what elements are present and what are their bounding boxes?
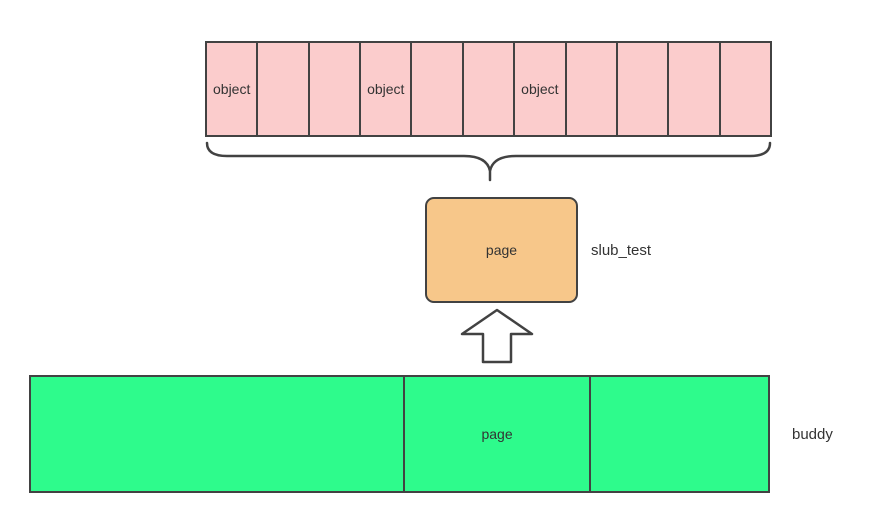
slub-test-caption: slub_test [591,241,652,259]
object-label: object [213,81,251,97]
buddy-cell: page [405,377,591,491]
slab-cell [310,43,362,135]
object-label: object [521,81,559,97]
slab-cell [412,43,464,135]
slab-object-row: object object object [205,41,772,137]
slub-page-label: page [485,242,518,258]
slab-cell [721,43,770,135]
object-label: object [367,81,405,97]
slab-cell: object [207,43,259,135]
buddy-page-row: page [29,375,770,493]
slab-cell [567,43,618,135]
buddy-cell [31,377,406,491]
slab-cell: object [515,43,567,135]
up-arrow-icon [460,308,534,364]
slab-cell [464,43,516,135]
buddy-caption: buddy [792,425,833,443]
underbrace-icon [205,141,772,182]
slab-cell [618,43,670,135]
slub-page-box: page [425,197,578,303]
slab-cell: object [361,43,413,135]
buddy-page-label: page [481,426,513,442]
slab-cell [669,43,721,135]
buddy-cell [591,377,768,491]
slab-cell [258,43,310,135]
